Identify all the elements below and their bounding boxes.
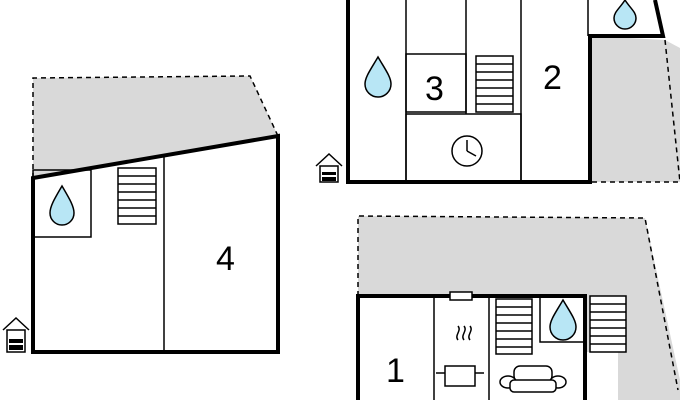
room-label-3: 3 <box>425 70 444 108</box>
room-3-box <box>405 53 467 113</box>
unit-4: 4 <box>2 75 280 354</box>
terrace-edge-unit-2 <box>664 39 680 183</box>
water-drop-icon <box>49 184 75 226</box>
sofa-icon <box>499 365 567 393</box>
stairs-icon <box>117 167 157 225</box>
window-icon <box>449 291 473 301</box>
entrance-icon <box>315 152 343 183</box>
water-drop-icon <box>549 298 577 341</box>
kitchen-unit-3 <box>405 113 522 183</box>
terrace-unit-2 <box>592 36 680 182</box>
terrace-border-unit-4 <box>32 75 279 178</box>
cooking-pot-icon <box>436 325 484 387</box>
walls-unit-4 <box>31 133 280 354</box>
room-label-1: 1 <box>386 352 405 390</box>
clock-icon <box>451 135 483 167</box>
terrace-unit-4 <box>33 76 278 178</box>
bathroom-unit-1 <box>539 295 586 343</box>
terrace-unit-1 <box>358 216 680 400</box>
room-label-2: 2 <box>543 59 562 97</box>
entrance-icon <box>2 316 30 353</box>
stairs-icon <box>589 295 627 353</box>
unit-2-3: 3 2 <box>315 0 680 184</box>
walls-unit-2-3 <box>346 0 666 184</box>
stairs-icon <box>475 55 514 113</box>
room-label-4: 4 <box>216 240 235 278</box>
bathroom-unit-4 <box>32 169 92 238</box>
stairs-icon <box>495 298 533 355</box>
water-drop-icon <box>364 55 392 98</box>
terrace-border-unit-1 <box>357 215 679 391</box>
unit-1: 1 <box>356 215 680 400</box>
water-drop-icon-unit-2 <box>613 0 637 30</box>
